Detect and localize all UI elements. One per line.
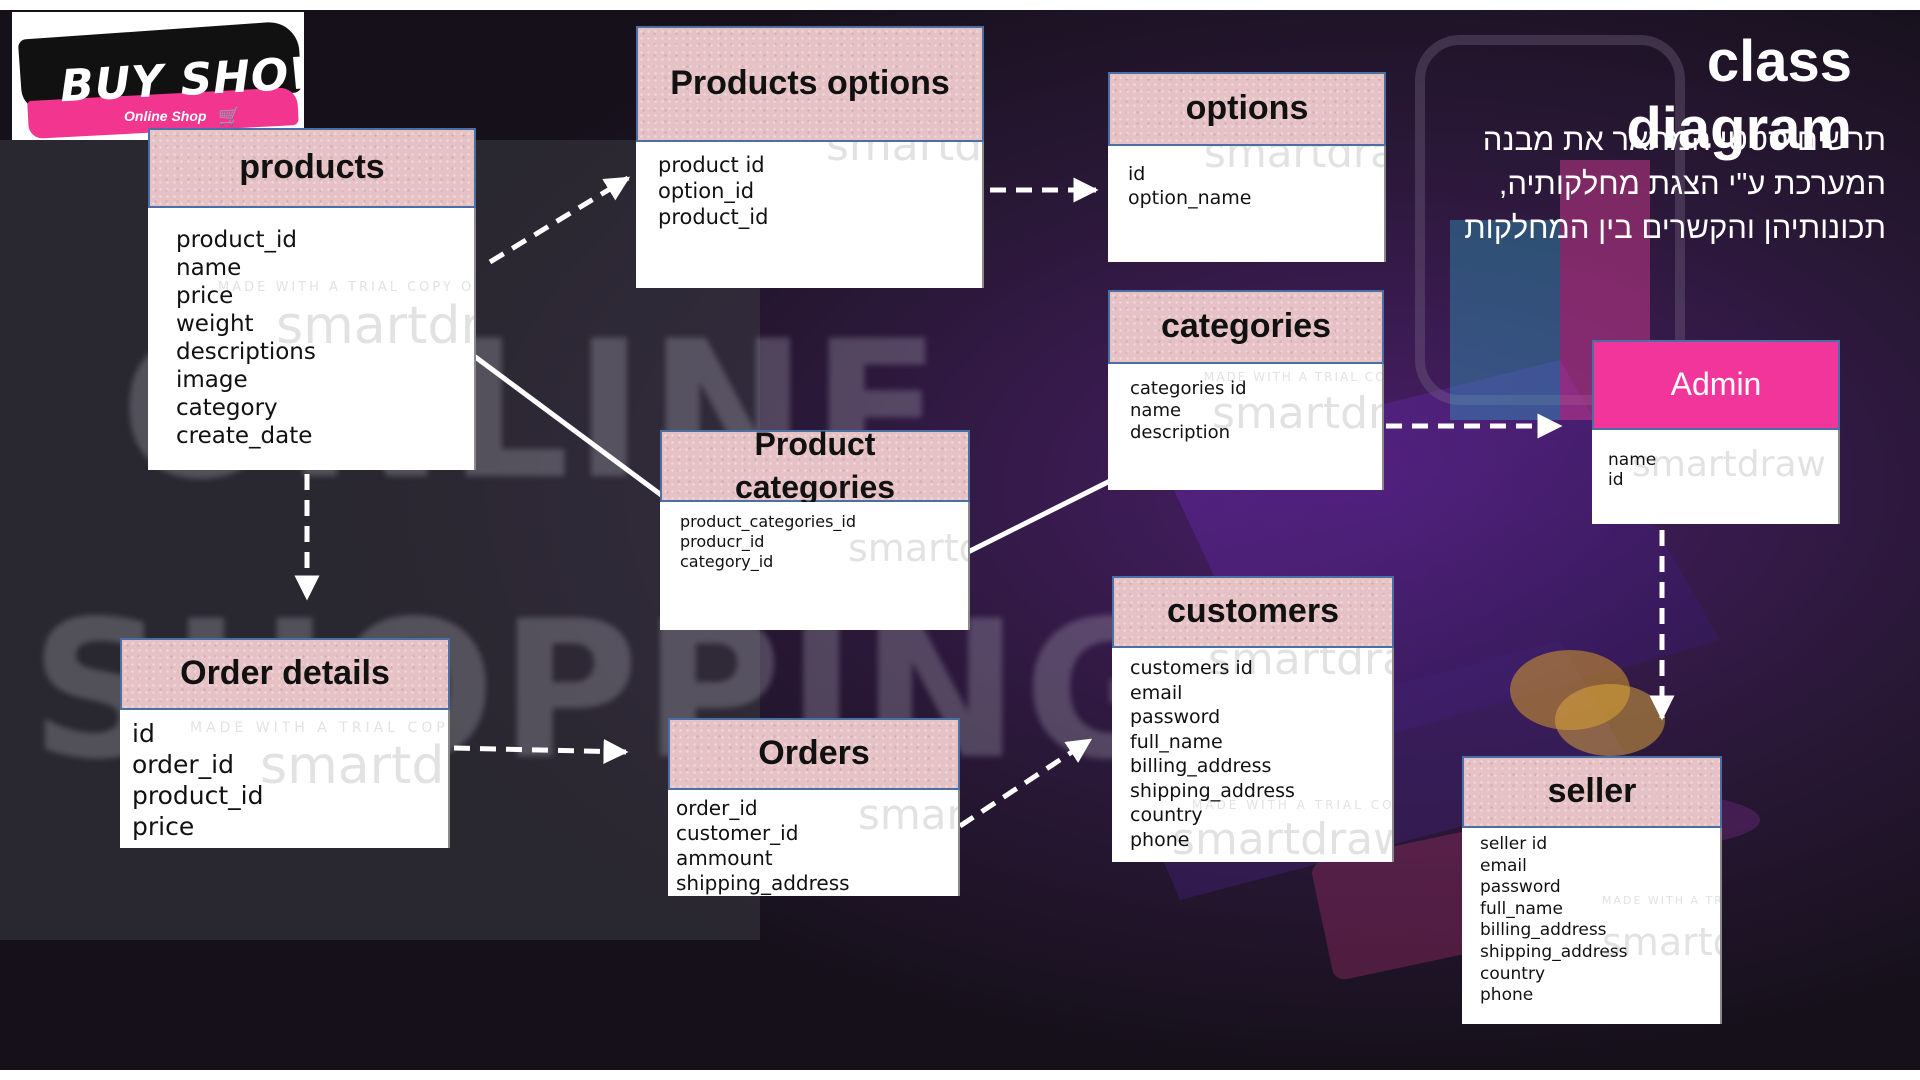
field-weight: weight [176, 311, 254, 337]
order-details-table-header: Order details [120, 638, 450, 710]
field-producr-id: producr_id [680, 532, 765, 551]
field-id: id [132, 719, 155, 748]
watermark-trial-text: MADE WITH A TRIAL COPY OF [218, 280, 476, 295]
field-password: password [1130, 706, 1221, 728]
products-options-table-body: smartdraw product id option_id product_i… [636, 142, 984, 288]
seller-table: seller MADE WITH A TRIAL COPY OF smartdr… [1462, 756, 1722, 1024]
field-shipping-address: shipping_address [1130, 779, 1295, 802]
product-categories-table-header: Product categories [660, 426, 970, 505]
field-customers-id: customers id [1130, 657, 1253, 679]
admin-table: Admin smartdraw name id [1592, 340, 1840, 524]
logo-subtitle: Online Shop [124, 108, 207, 124]
options-table: options smartdraw id option_name [1108, 72, 1386, 262]
field-product-id-2: product_id [658, 205, 769, 229]
field-ammount: ammount [676, 846, 773, 870]
order-details-table: Order details MADE WITH A TRIAL COPY OF … [120, 638, 450, 848]
field-full-name: full_name [1130, 730, 1223, 753]
watermark-smartdraw: smartdraw [1602, 920, 1720, 964]
product-categories-table-body: smartdraw product_categories_id producr_… [660, 502, 970, 630]
field-country: country [1130, 804, 1203, 826]
field-product-id: product_id [132, 781, 264, 810]
categories-table-body: MADE WITH A TRIAL COPY OF smartdraw cate… [1108, 364, 1384, 490]
watermark-smartdraw: smartdraw [276, 296, 474, 356]
watermark-trial-text: MADE WITH A TRIAL COPY OF [1192, 798, 1394, 812]
options-table-body: smartdraw id option_name [1108, 146, 1386, 262]
field-image: image [176, 367, 248, 393]
order-details-table-body: MADE WITH A TRIAL COPY OF smartdraw id o… [120, 710, 450, 848]
field-full-name: full_name [1480, 898, 1563, 919]
field-product-id: product_id [176, 227, 297, 253]
field-password: password [1480, 877, 1561, 898]
products-table-body: MADE WITH A TRIAL COPY OF smartdraw prod… [148, 208, 476, 470]
customers-table-body: smartdraw MADE WITH A TRIAL COPY OF smar… [1112, 648, 1394, 862]
options-table-header: options [1108, 72, 1386, 146]
watermark-trial-text: MADE WITH A TRIAL COPY OF [1602, 894, 1720, 907]
watermark-smartdraw: smartdraw [1632, 444, 1826, 485]
customers-table: customers smartdraw MADE WITH A TRIAL CO… [1112, 576, 1394, 862]
watermark-smartdraw-2: smartdraw [1172, 814, 1394, 862]
field-shipping-address: shipping_address [1480, 941, 1628, 962]
field-option-name: option_name [1128, 187, 1252, 209]
products-options-table: Products options smartdraw product id op… [636, 26, 984, 288]
field-category-id: category_id [680, 552, 774, 571]
field-categories-id: categories id [1130, 378, 1247, 399]
admin-table-header: Admin [1592, 340, 1840, 430]
orders-table-header: Orders [668, 718, 960, 790]
field-customer-id: customer_id [676, 821, 799, 845]
field-description: description [1130, 422, 1231, 443]
field-order-id: order_id [676, 796, 758, 820]
categories-table: categories MADE WITH A TRIAL COPY OF sma… [1108, 290, 1384, 490]
field-descriptions: descriptions [176, 339, 316, 365]
products-table-header: products [148, 128, 476, 208]
field-seller-id: seller id [1480, 834, 1548, 854]
field-id: id [1608, 470, 1624, 490]
field-name: name [1608, 450, 1657, 470]
watermark-smartdraw: smartdraw [1208, 648, 1392, 685]
field-billing-address: billing_address [1130, 755, 1272, 777]
watermark-trial-text: MADE WITH A TRIAL COPY OF [1204, 370, 1382, 384]
field-email: email [1130, 681, 1183, 704]
watermark-smartdraw: smartdraw [1204, 146, 1384, 177]
product-categories-table: Product categories smartdraw product_cat… [660, 426, 970, 630]
field-option-id: option_id [658, 179, 755, 203]
field-billing-address: billing_address [1480, 920, 1607, 941]
field-country: country [1480, 963, 1546, 984]
field-email: email [1480, 855, 1527, 876]
field-shipping-address: shipping_address [676, 871, 850, 895]
field-phone: phone [1480, 985, 1534, 1006]
orders-table-body: smartdraw order_id customer_id ammount s… [668, 790, 960, 896]
watermark-smartdraw: smartdraw [848, 526, 968, 570]
field-category: category [176, 395, 278, 421]
seller-table-body: MADE WITH A TRIAL COPY OF smartdraw sell… [1462, 828, 1722, 1024]
buy-show-logo: BUY SHOW Online Shop 🛒 [12, 12, 304, 140]
watermark-smartdraw: smartdraw [858, 790, 960, 839]
page-title: class diagram [1626, 29, 1852, 161]
products-options-table-header: Products options [636, 26, 984, 142]
orders-table: Orders smartdraw order_id customer_id am… [668, 718, 960, 896]
admin-table-body: smartdraw name id [1592, 430, 1840, 524]
watermark-smartdraw: smartdraw [1212, 388, 1382, 439]
field-id: id [1128, 163, 1146, 185]
page-description: תרשים סטטי המתאר את מבנה המערכת ע"י הצגת… [1464, 122, 1886, 246]
field-name: name [176, 255, 242, 281]
field-product-categories-id: product_categories_id [680, 512, 857, 531]
seller-table-header: seller [1462, 756, 1722, 828]
products-table: products MADE WITH A TRIAL COPY OF smart… [148, 128, 476, 470]
cart-icon: 🛒 [218, 106, 241, 126]
field-price: price [176, 283, 234, 309]
field-product-id: product id [658, 153, 765, 177]
customers-table-header: customers [1112, 576, 1394, 648]
field-order-id: order_id [132, 750, 234, 779]
watermark-trial-text: MADE WITH A TRIAL COPY OF [190, 720, 449, 736]
watermark-smartdraw: smartdraw [260, 736, 448, 796]
field-create-date: create_date [176, 423, 313, 449]
field-name: name [1130, 400, 1182, 421]
field-price: price [132, 812, 195, 841]
categories-table-header: categories [1108, 290, 1384, 364]
field-phone: phone [1130, 828, 1190, 851]
watermark-smartdraw: smartdraw [826, 142, 983, 171]
